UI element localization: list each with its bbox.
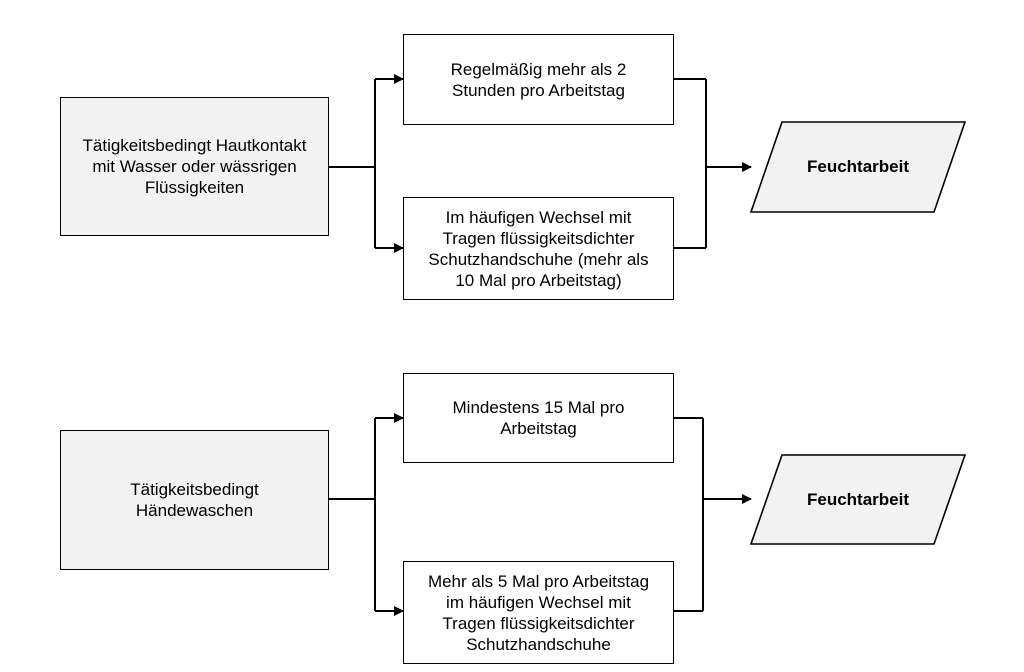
flow-1-condition-1-box: Regelmäßig mehr als 2 Stunden pro Arbeit… [403, 34, 674, 125]
flow-1-result-label: Feuchtarbeit [806, 157, 910, 176]
flow-2-result-label: Feuchtarbeit [806, 489, 910, 509]
flow-1-result-shape [749, 121, 967, 213]
flow-1-condition-2-box: Im häufigen Wechsel mit Tragen flüssigke… [403, 197, 674, 300]
flow-2-condition-2-box: Mehr als 5 Mal pro Arbeitstag im häufige… [403, 561, 674, 664]
flow-1-connectors [329, 74, 752, 253]
flow-1-start-box: Tätigkeitsbedingt Hautkontakt mit Wasser… [60, 97, 329, 236]
flow-2-result-shape [749, 454, 967, 545]
flow-2-condition-1-box: Mindestens 15 Mal pro Arbeitstag [403, 373, 674, 463]
flow-2-connectors [329, 413, 752, 616]
flow-2-start-box: Tätigkeitsbedingt Händewaschen [60, 430, 329, 570]
